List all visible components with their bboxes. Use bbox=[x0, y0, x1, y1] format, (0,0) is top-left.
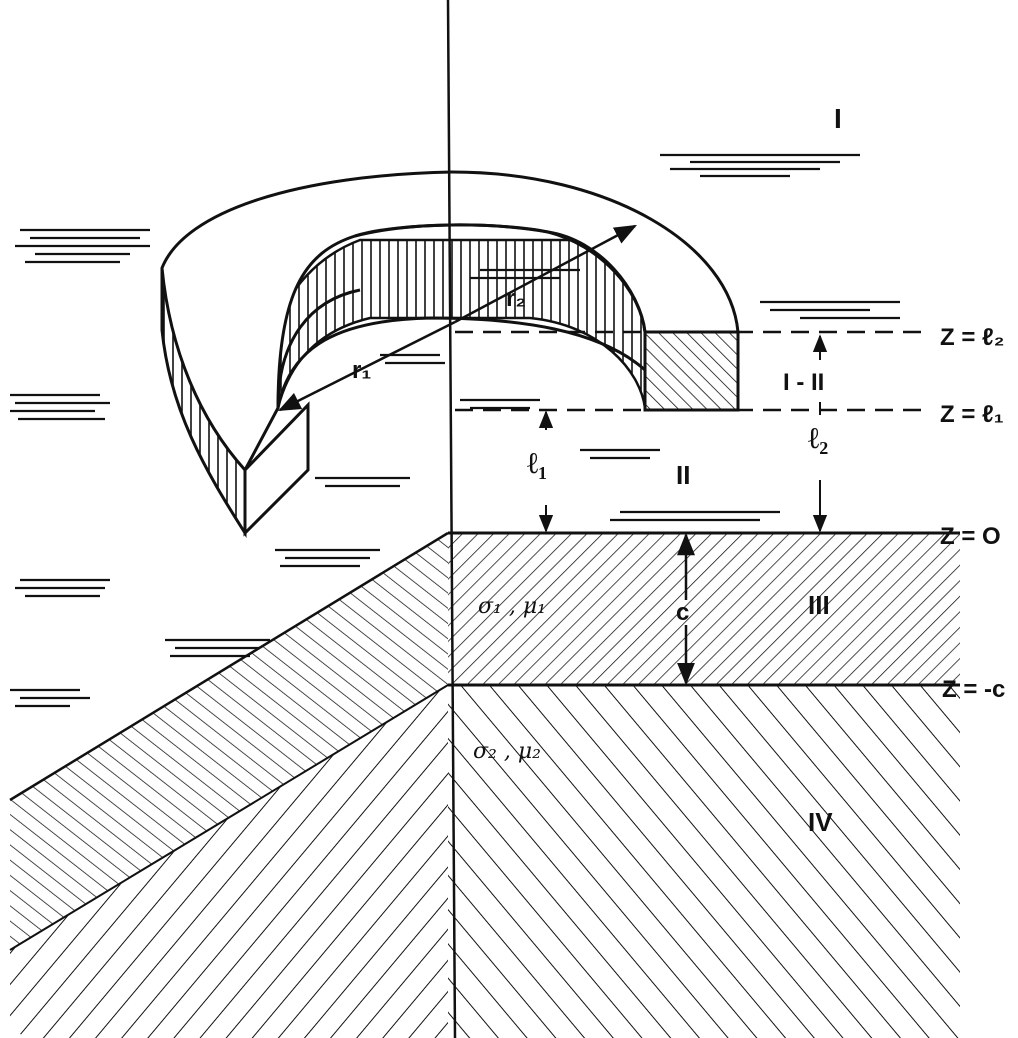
r2-label: r₂ bbox=[506, 285, 526, 312]
region-I-II-label: I - II bbox=[783, 369, 824, 396]
l1-label: ℓ₁ bbox=[527, 447, 547, 480]
coil-inner-back-edge bbox=[354, 223, 647, 333]
fluid-marks bbox=[10, 153, 900, 708]
region-II-label: II bbox=[676, 460, 690, 490]
layer-2-hatch bbox=[10, 685, 960, 1038]
plane-z-0-label: Z = O bbox=[940, 523, 1001, 550]
coil-inner-rim bbox=[276, 288, 361, 409]
plane-z-c-label: Z = -c bbox=[942, 676, 1005, 703]
coil-end-left bbox=[243, 401, 310, 537]
coil-inner-lower-edge bbox=[276, 316, 646, 409]
coil-cross-section bbox=[643, 330, 740, 412]
layer-boundaries bbox=[9, 531, 960, 951]
region-I-label: I bbox=[834, 103, 842, 134]
r1-label: r₁ bbox=[352, 357, 371, 384]
radius-r1-arrow bbox=[277, 320, 456, 412]
plane-z-l1-label: Z = ℓ₁ bbox=[940, 401, 1004, 428]
l2-label: ℓ₂ bbox=[808, 422, 828, 455]
plane-z-l2-label: Z = ℓ₂ bbox=[940, 324, 1004, 351]
radius-r2-arrow bbox=[454, 224, 637, 324]
layer-1-properties: σ₁ , μ₁ bbox=[478, 594, 546, 619]
vertical-axis bbox=[446, 0, 457, 1038]
c-label: c bbox=[676, 599, 689, 626]
layer-2-properties: σ₂ , μ₂ bbox=[473, 739, 541, 764]
layer-1-surface-hatch bbox=[10, 533, 960, 950]
region-III-label: III bbox=[808, 590, 830, 620]
region-IV-label: IV bbox=[808, 807, 833, 837]
